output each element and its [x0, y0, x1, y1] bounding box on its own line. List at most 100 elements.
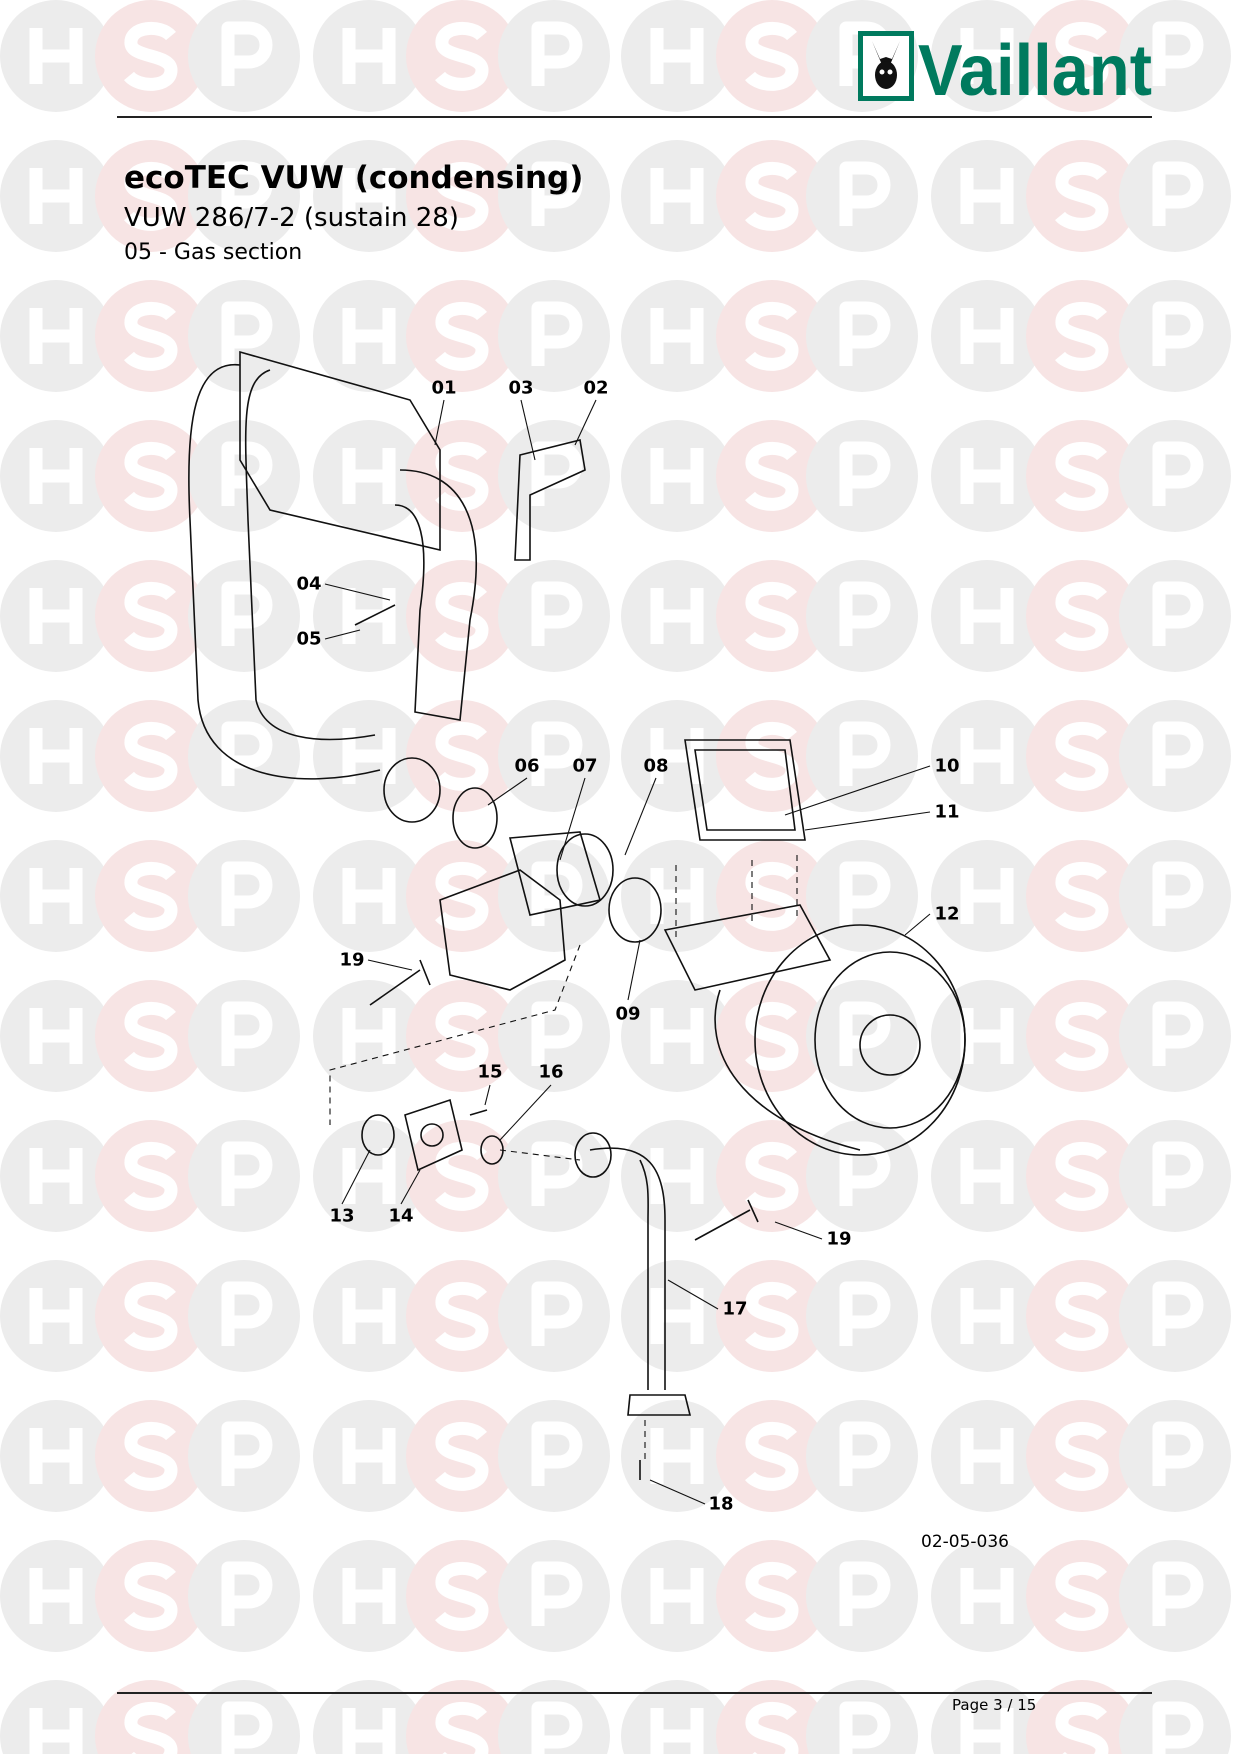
watermark-letter-shape: [29, 1428, 83, 1484]
watermark-letter-shape: [1152, 721, 1204, 786]
watermark-circle: [621, 0, 733, 112]
part-label[interactable]: 03: [508, 377, 534, 399]
watermark-letter-shape: [531, 161, 583, 226]
watermark-circle: [716, 420, 828, 532]
part-label[interactable]: 11: [934, 801, 960, 823]
watermark-circle: [1119, 700, 1231, 812]
watermark-circle: [188, 1400, 300, 1512]
part-label[interactable]: 14: [388, 1205, 414, 1227]
part-label[interactable]: 01: [431, 377, 457, 399]
part-label[interactable]: 06: [514, 755, 540, 777]
watermark-letter-shape: [124, 1421, 178, 1491]
watermark-circle: [1026, 1680, 1138, 1754]
watermark-circle: [188, 140, 300, 252]
watermark-circle: [406, 0, 518, 112]
watermark-letter-shape: [221, 1561, 273, 1626]
watermark-letter-shape: [650, 168, 704, 224]
watermark-circle: [406, 1540, 518, 1652]
silencer-01: [239, 350, 441, 552]
watermark-letter-shape: [745, 1281, 799, 1351]
part-label[interactable]: 10: [934, 755, 960, 777]
part-label[interactable]: 19: [826, 1228, 852, 1250]
watermark-circle: [0, 1680, 112, 1754]
watermark-circle: [406, 1680, 518, 1754]
part-label[interactable]: 17: [722, 1298, 748, 1320]
part-label[interactable]: 16: [538, 1061, 564, 1083]
watermark-circle: [95, 1120, 207, 1232]
watermark-circle: [621, 140, 733, 252]
watermark-circle: [188, 700, 300, 812]
part-label[interactable]: 18: [708, 1493, 734, 1515]
watermark-letter-shape: [1152, 301, 1204, 366]
watermark-circle: [95, 980, 207, 1092]
part-label[interactable]: 02: [583, 377, 609, 399]
section-name: 05 - Gas section: [124, 240, 303, 265]
watermark-circle: [1026, 980, 1138, 1092]
part-label[interactable]: 05: [296, 628, 322, 650]
footer-divider: [117, 1692, 1152, 1694]
bracket-02: [514, 439, 586, 561]
watermark-circle: [716, 280, 828, 392]
watermark-letter-shape: [124, 301, 178, 371]
watermark-circle: [621, 1120, 733, 1232]
watermark-circle: [95, 1680, 207, 1754]
label-leader-lines: [324, 399, 931, 1505]
watermark-letter-shape: [1152, 581, 1204, 646]
watermark-circle: [188, 420, 300, 532]
watermark-letter-shape: [960, 1708, 1014, 1754]
watermark-circle: [188, 840, 300, 952]
watermark-letter-shape: [650, 1428, 704, 1484]
watermark-circle: [95, 560, 207, 672]
watermark-letter-shape: [745, 1001, 799, 1071]
sensor-19-a: [369, 959, 431, 1006]
part-label[interactable]: 07: [572, 755, 598, 777]
watermark-letter-shape: [745, 301, 799, 371]
watermark-letter-shape: [531, 861, 583, 926]
watermark-circle: [621, 280, 733, 392]
part-label[interactable]: 12: [934, 903, 960, 925]
watermark-circle: [931, 140, 1043, 252]
part-label[interactable]: 15: [477, 1061, 503, 1083]
watermark-circle: [1026, 1120, 1138, 1232]
watermark-letter-shape: [342, 588, 396, 644]
watermark-circle: [188, 1260, 300, 1372]
part-label[interactable]: 08: [643, 755, 669, 777]
watermark-circle: [1026, 420, 1138, 532]
part-label[interactable]: 09: [615, 1003, 641, 1025]
watermark-letter-shape: [1055, 1141, 1109, 1211]
watermark-circle: [1026, 0, 1138, 112]
part-label[interactable]: 19: [339, 949, 365, 971]
watermark-circle: [1119, 0, 1231, 112]
fan-flange: [663, 904, 832, 991]
page-title: ecoTEC VUW (condensing): [124, 160, 584, 196]
part-label[interactable]: 04: [296, 573, 322, 595]
watermark-circle: [313, 1120, 425, 1232]
part-label[interactable]: 13: [329, 1205, 355, 1227]
watermark-letter-shape: [839, 861, 891, 926]
watermark-letter-shape: [342, 1148, 396, 1204]
watermark-letter-shape: [745, 1421, 799, 1491]
watermark-circle: [1026, 280, 1138, 392]
watermark-letter-shape: [1152, 1001, 1204, 1066]
watermark-circle: [313, 980, 425, 1092]
watermark-circle: [95, 140, 207, 252]
watermark-circle: [716, 1540, 828, 1652]
watermark-letter-shape: [650, 1568, 704, 1624]
watermark-letter-shape: [29, 728, 83, 784]
watermark-letter-shape: [531, 21, 583, 86]
watermark-circle: [95, 700, 207, 812]
watermark-circle: [931, 840, 1043, 952]
watermark-circle: [406, 1260, 518, 1372]
watermark-circle: [498, 140, 610, 252]
watermark-letter-shape: [839, 581, 891, 646]
watermark-letter-shape: [650, 1708, 704, 1754]
screw-15: [469, 1109, 488, 1116]
watermark-circle: [313, 1680, 425, 1754]
watermark-circle: [931, 980, 1043, 1092]
watermark-letter-shape: [650, 1148, 704, 1204]
watermark-letter-shape: [839, 1561, 891, 1626]
watermark-letter-shape: [745, 721, 799, 791]
watermark-circle: [406, 1120, 518, 1232]
watermark-letter-shape: [1152, 1701, 1204, 1754]
